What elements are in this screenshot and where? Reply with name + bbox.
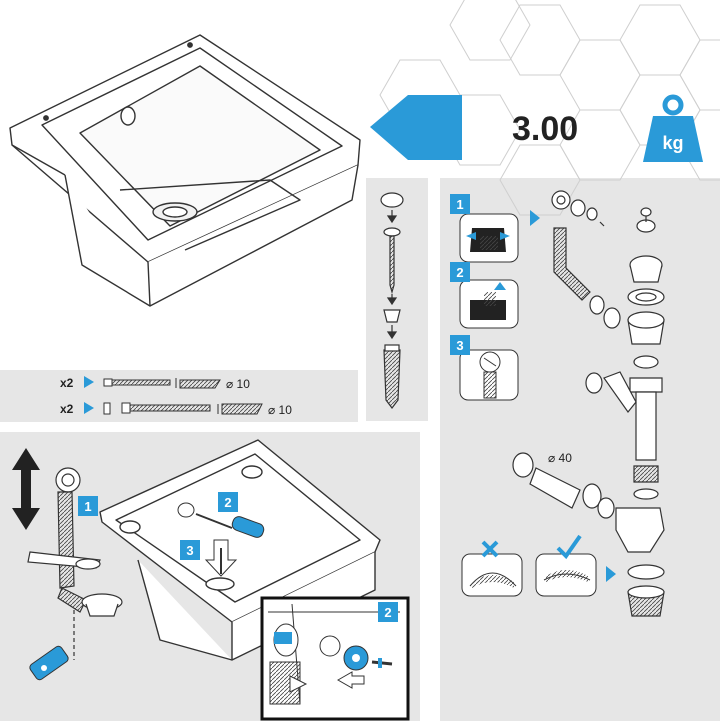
drain-assembly-panel <box>440 178 720 721</box>
step-1-badge <box>450 194 470 214</box>
install-step-1-number: 1 <box>84 499 91 514</box>
drain-step-arrow <box>530 210 540 226</box>
row-2-arrow <box>84 402 94 414</box>
row-2-qty: x2 <box>60 402 74 416</box>
detail-badge <box>378 602 398 622</box>
drain-parts <box>512 190 665 617</box>
weight-unit: kg <box>662 133 683 153</box>
pointer-arrow <box>370 95 462 160</box>
weight-icon <box>643 94 703 162</box>
hardware-row-2 <box>84 402 263 415</box>
hardware-panel <box>0 370 358 422</box>
step-3-frame <box>459 349 519 401</box>
detail-number: 2 <box>384 605 391 620</box>
step-2-badge <box>450 262 470 282</box>
sink-top-illustration <box>9 34 361 307</box>
seal-correct <box>535 553 597 597</box>
row-1-qty: x2 <box>60 376 74 390</box>
trap-diameter: ⌀ 40 <box>548 451 572 465</box>
vertical-adjust-icon <box>12 448 40 530</box>
step-1-number: 1 <box>456 197 463 212</box>
row-2-diameter: ⌀ 10 <box>268 403 292 417</box>
seal-arrow <box>606 566 616 582</box>
step-1-frame <box>459 213 519 263</box>
install-step-2-number: 2 <box>224 495 231 510</box>
step-2-frame <box>459 279 519 329</box>
overflow-pipe <box>27 467 123 660</box>
install-step-3-number: 3 <box>186 543 193 558</box>
incorrect-cross-icon <box>481 540 499 558</box>
wrench-icon <box>29 645 69 681</box>
correct-check-icon <box>556 534 582 560</box>
seal-incorrect <box>461 553 523 597</box>
weight-value: 3.00 <box>512 110 578 148</box>
hardware-row-1 <box>84 376 221 389</box>
step-2-number: 2 <box>456 265 463 280</box>
install-step-1-badge <box>78 496 98 516</box>
row-1-diameter: ⌀ 10 <box>226 377 250 391</box>
fastener-sequence <box>380 192 404 409</box>
step-3-badge <box>450 335 470 355</box>
install-step-2-badge <box>218 492 238 512</box>
screwdriver-icon <box>177 502 265 538</box>
install-step-3-badge <box>180 540 200 560</box>
row-1-arrow <box>84 376 94 388</box>
drain-insert-arrow <box>204 539 238 577</box>
step-3-number: 3 <box>456 338 463 353</box>
